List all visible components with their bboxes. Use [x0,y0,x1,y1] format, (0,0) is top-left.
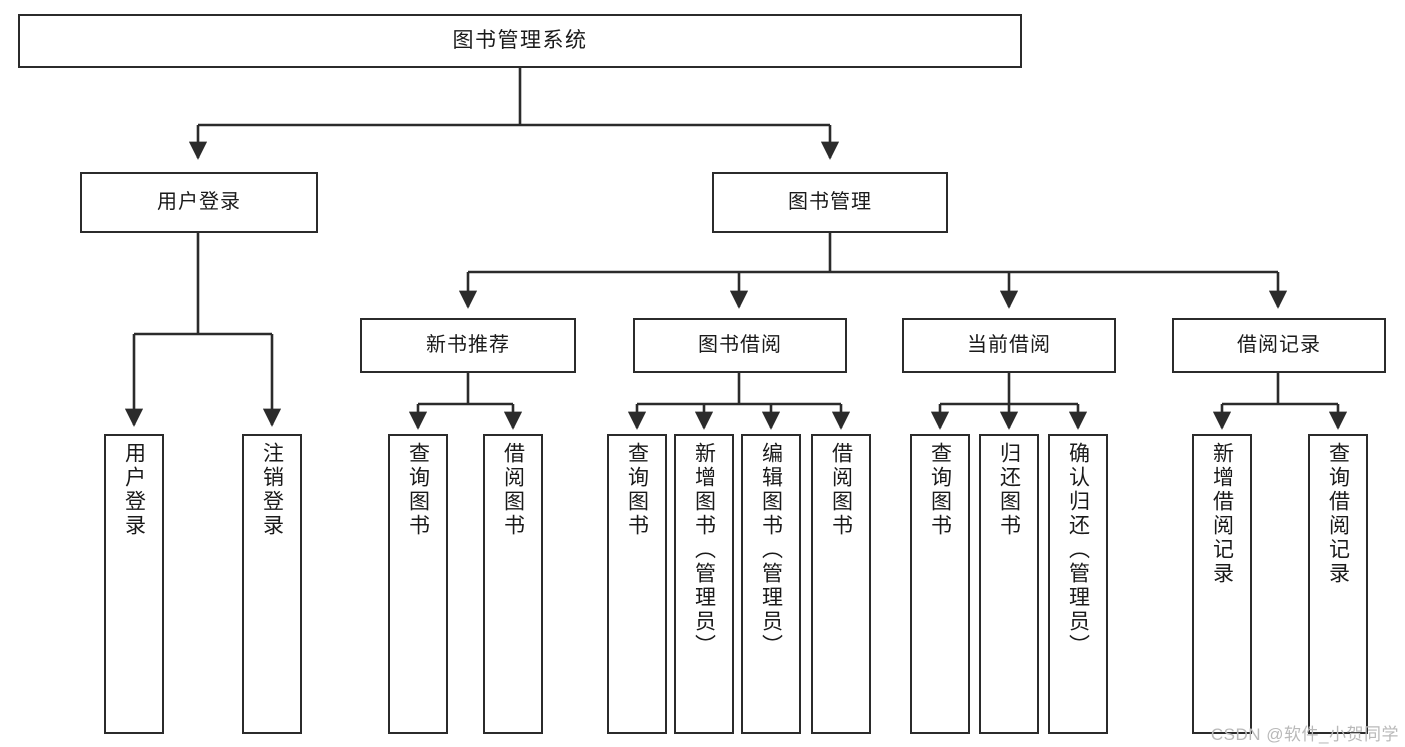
node-book-borrow[interactable]: 图书借阅 [633,318,847,373]
leaf-edit-book[interactable]: 编辑图书（管理员） [741,434,801,734]
node-current-borrow[interactable]: 当前借阅 [902,318,1116,373]
leaf-logout-login[interactable]: 注销登录 [242,434,302,734]
node-label: 借阅图书 [501,442,525,538]
node-label: 查询图书 [928,442,952,538]
leaf-confirm-return[interactable]: 确认归还（管理员） [1048,434,1108,734]
node-label: 新增借阅记录 [1210,442,1234,586]
node-label: 查询图书 [406,442,430,538]
leaf-query-book-recommend[interactable]: 查询图书 [388,434,448,734]
node-user-login[interactable]: 用户登录 [80,172,318,233]
node-label: 查询图书 [625,442,649,538]
leaf-add-borrow-record[interactable]: 新增借阅记录 [1192,434,1252,734]
node-label: 编辑图书（管理员） [759,442,783,658]
node-label: 当前借阅 [967,334,1051,356]
node-label: 新书推荐 [426,334,510,356]
csdn-watermark: CSDN @软件_小贺同学 [1210,725,1399,744]
leaf-query-book-borrow[interactable]: 查询图书 [607,434,667,734]
node-book-manage[interactable]: 图书管理 [712,172,948,233]
leaf-query-book-current[interactable]: 查询图书 [910,434,970,734]
node-label: 图书管理 [788,191,872,213]
leaf-borrow-book[interactable]: 借阅图书 [811,434,871,734]
node-label: 新增图书（管理员） [692,442,716,658]
node-label: 用户登录 [157,191,241,213]
leaf-return-book[interactable]: 归还图书 [979,434,1039,734]
node-label: 借阅图书 [829,442,853,538]
node-label: 注销登录 [260,442,284,538]
node-label: 用户登录 [122,442,146,538]
node-label: 图书借阅 [698,334,782,356]
node-label: 归还图书 [997,442,1021,538]
node-label: 确认归还（管理员） [1066,442,1090,658]
node-new-book-recommend[interactable]: 新书推荐 [360,318,576,373]
leaf-user-login[interactable]: 用户登录 [104,434,164,734]
leaf-borrow-book-recommend[interactable]: 借阅图书 [483,434,543,734]
node-label: 图书管理系统 [452,28,588,52]
node-label: 查询借阅记录 [1326,442,1350,586]
leaf-add-book[interactable]: 新增图书（管理员） [674,434,734,734]
leaf-query-borrow-record[interactable]: 查询借阅记录 [1308,434,1368,734]
node-root-system[interactable]: 图书管理系统 [18,14,1022,68]
node-borrow-record[interactable]: 借阅记录 [1172,318,1386,373]
node-label: 借阅记录 [1237,334,1321,356]
